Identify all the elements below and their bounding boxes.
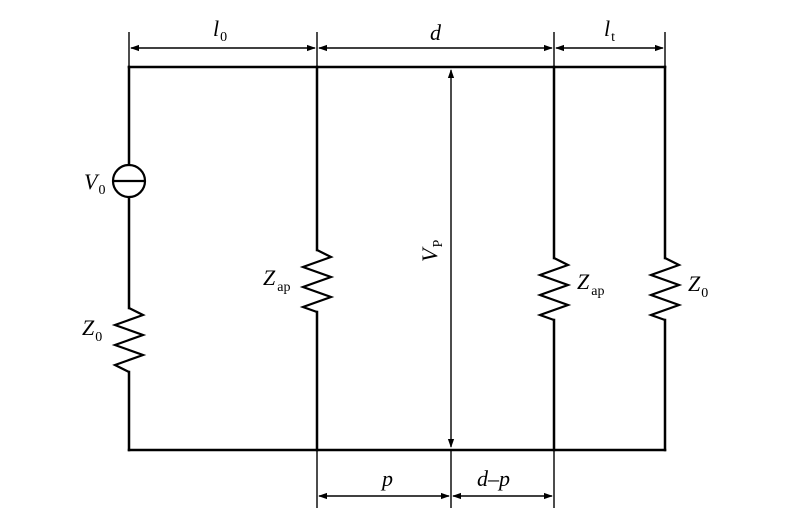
label-source-resistor: Z0 xyxy=(82,315,102,345)
source-resistor-zigzag xyxy=(111,307,147,373)
label-source-main: V xyxy=(84,169,100,194)
label-p: p xyxy=(380,466,393,491)
label-aperture-right-sub: ap xyxy=(591,284,604,299)
label-source-resistor-main: Z xyxy=(82,315,95,340)
label-load-sub: 0 xyxy=(701,286,708,301)
bottom-dimensions xyxy=(316,450,555,508)
label-load-main: Z xyxy=(688,271,701,296)
label-l0-main: l xyxy=(213,16,219,41)
wires xyxy=(127,65,667,452)
label-aperture-right-main: Z xyxy=(577,269,590,294)
label-dp: d–p xyxy=(477,466,510,491)
top-dimensions xyxy=(128,32,666,67)
label-lt-main: l xyxy=(604,16,610,41)
label-source-resistor-sub: 0 xyxy=(95,330,102,345)
label-l0: l0 xyxy=(213,16,227,45)
label-probe-voltage: VP xyxy=(417,240,446,262)
label-source: V0 xyxy=(84,169,105,198)
label-l0-sub: 0 xyxy=(220,30,227,45)
label-dp-main: d–p xyxy=(477,466,510,491)
label-d: d xyxy=(430,20,442,45)
label-source-sub: 0 xyxy=(98,183,105,198)
label-lt: lt xyxy=(604,16,615,45)
aperture-right-resistor-zigzag xyxy=(536,257,572,322)
label-probe-voltage-sub: P xyxy=(431,240,446,248)
label-probe-voltage-main: V xyxy=(417,246,442,262)
label-aperture-left-main: Z xyxy=(263,265,276,290)
label-d-main: d xyxy=(430,20,442,45)
aperture-left-resistor-zigzag xyxy=(299,249,335,314)
label-p-main: p xyxy=(380,466,393,491)
label-load: Z0 xyxy=(688,271,708,301)
label-aperture-left-sub: ap xyxy=(277,280,290,295)
voltage-source-symbol xyxy=(111,163,147,199)
load-resistor-zigzag xyxy=(647,257,683,322)
label-lt-sub: t xyxy=(611,30,615,45)
